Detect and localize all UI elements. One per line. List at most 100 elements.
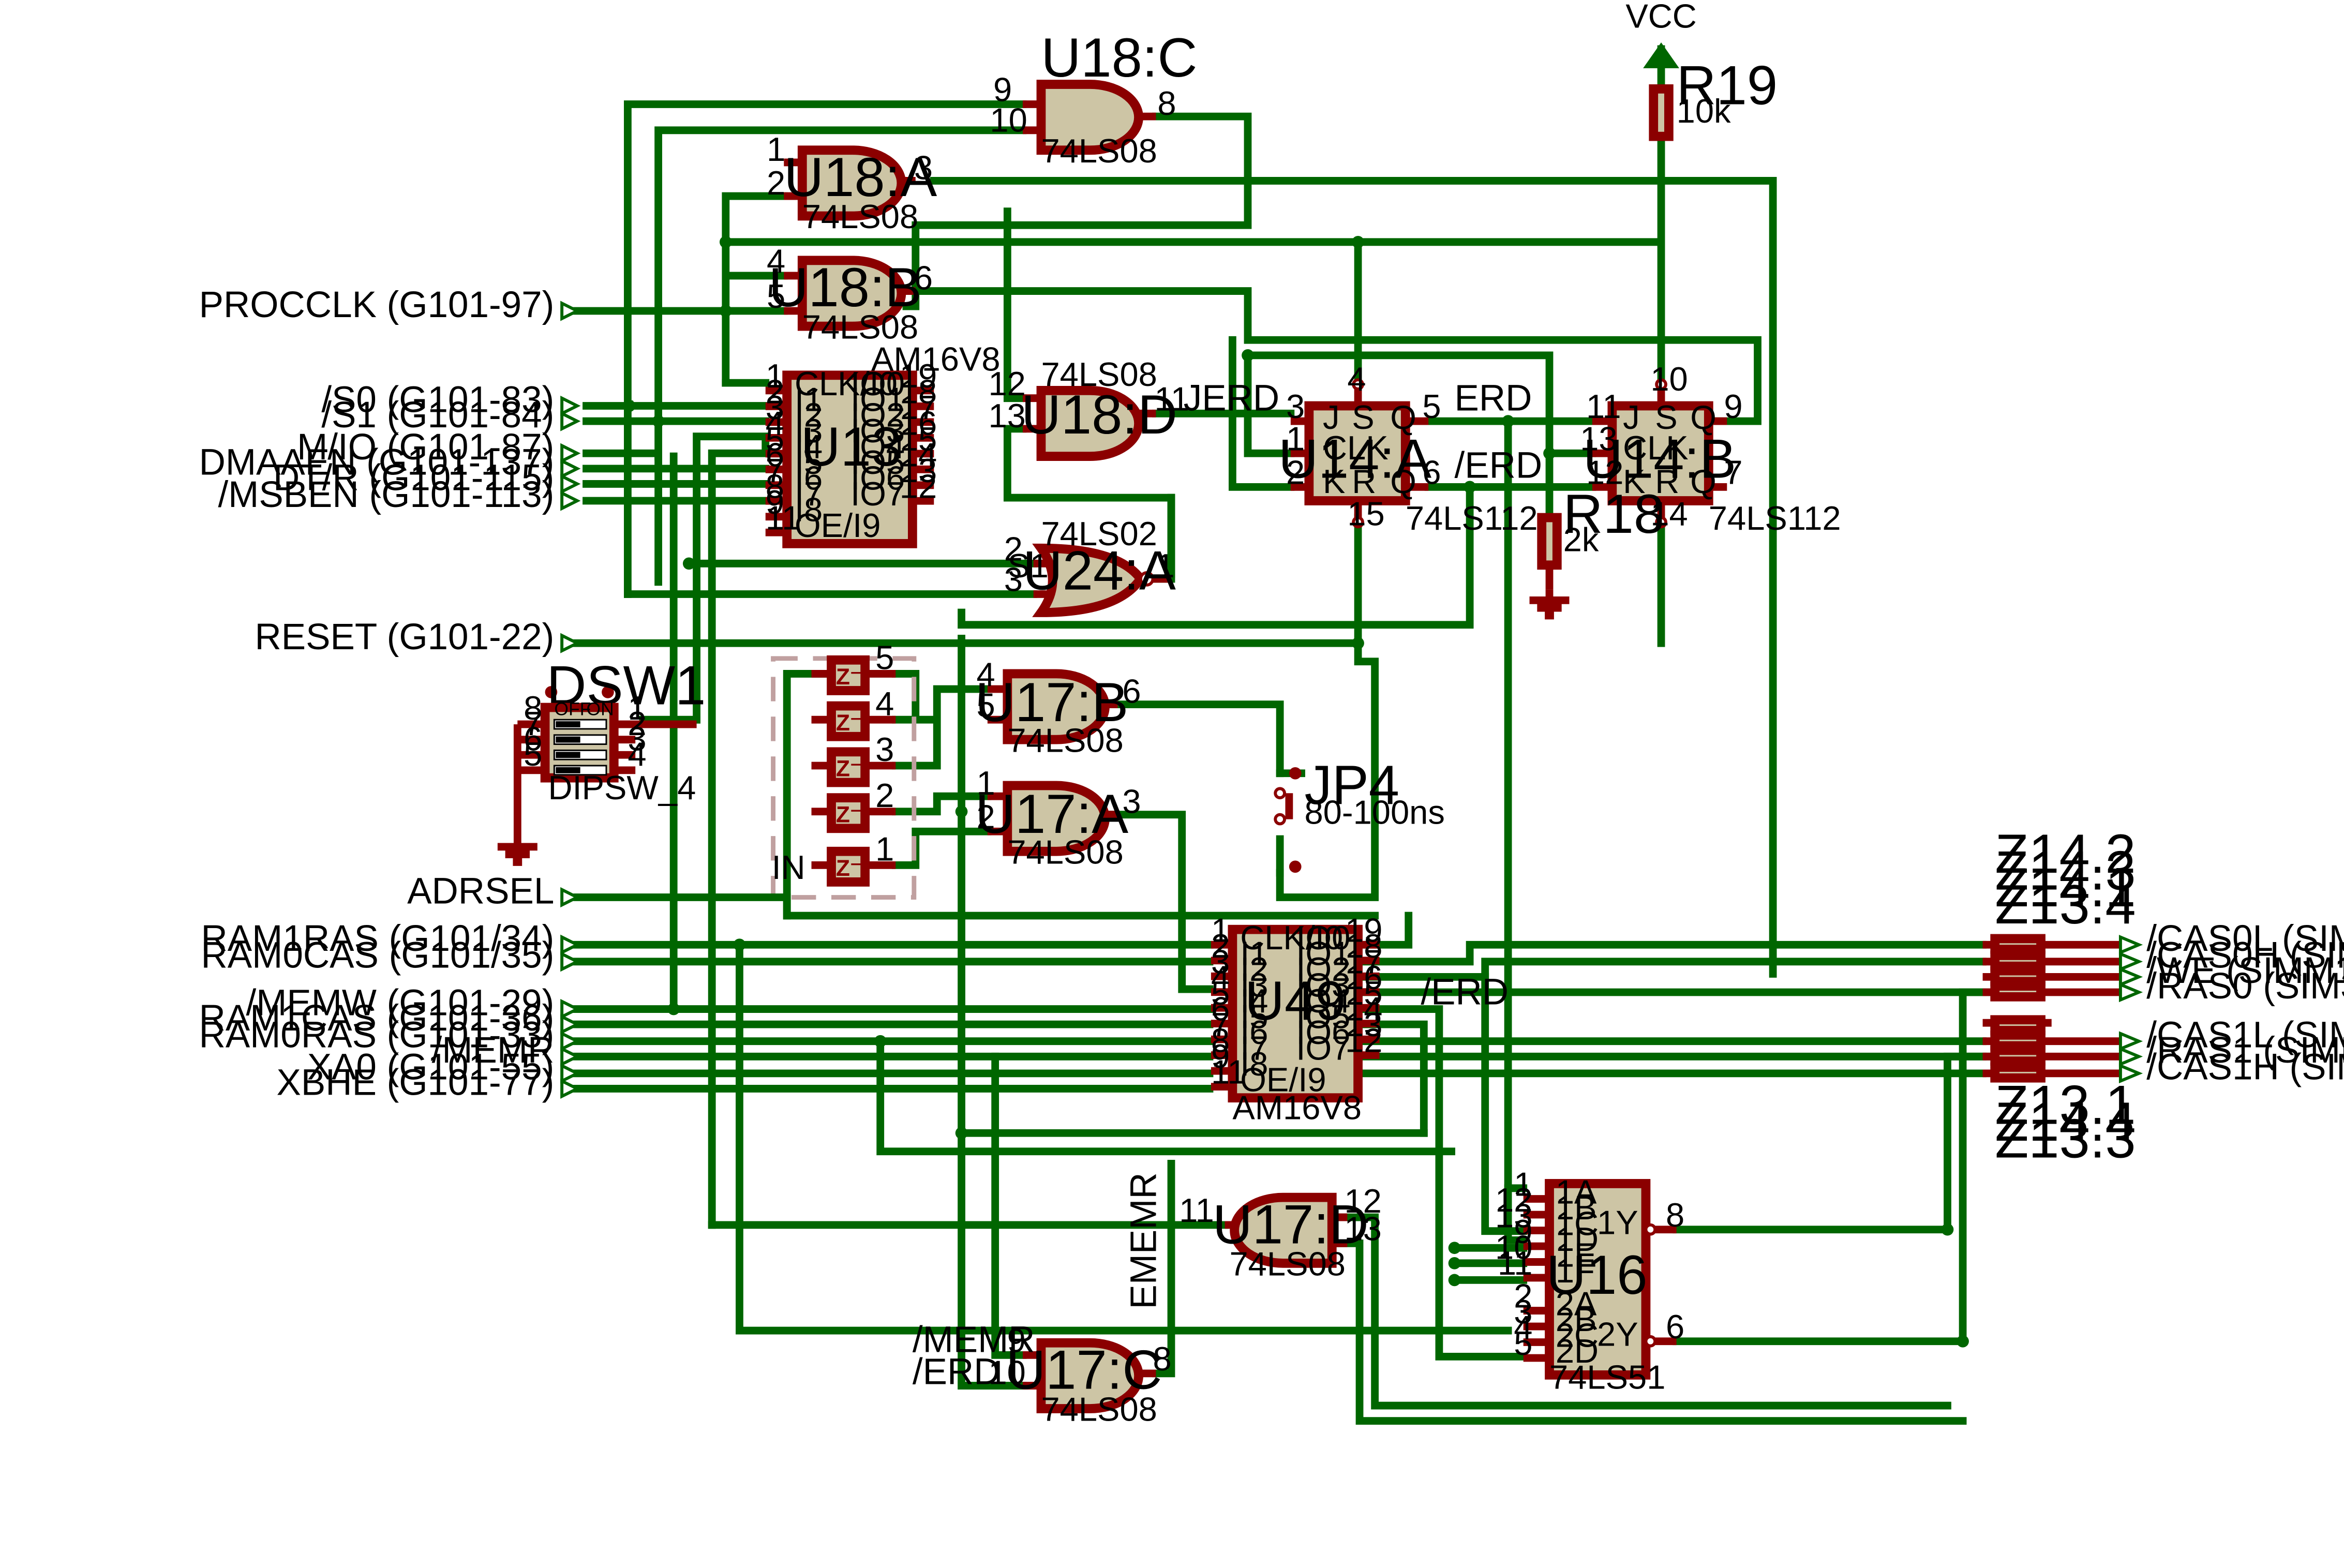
u13-pin-label: I6 <box>795 459 823 497</box>
svg-text:8: 8 <box>524 689 542 727</box>
svg-text:5: 5 <box>1422 387 1441 425</box>
u13-pin-label: IO1 <box>850 380 905 418</box>
u16-pin-number: 5 <box>1514 1324 1532 1362</box>
svg-text:OFF: OFF <box>554 698 591 719</box>
svg-text:80-100ns: 80-100ns <box>1304 793 1444 831</box>
u16-pin-label: 2Y <box>1597 1316 1638 1353</box>
svg-text:JP4: JP4 <box>1304 754 1399 816</box>
u13-pin-label: I4 <box>795 428 823 466</box>
u49-pin-label: IO7 <box>1296 1029 1350 1067</box>
u16-pin-label: 1E <box>1556 1236 1597 1274</box>
svg-text:U16: U16 <box>1546 1244 1647 1306</box>
svg-text:Z14.4: Z14.4 <box>1995 1091 2136 1153</box>
u16-pin-label: 1Y <box>1597 1204 1638 1242</box>
delay-glyph: Z⁻¹ <box>836 856 870 881</box>
svg-text:U17:D: U17:D <box>1213 1193 1369 1255</box>
u13-pin-number: 3 <box>766 389 784 426</box>
svg-text:4: 4 <box>1347 360 1366 398</box>
flipflop-u14a: J CLK K Q Q S R U14:A 3 1 2 5 6 4 15 74L… <box>1278 360 1538 537</box>
delay-cell: Z⁻¹4 <box>811 684 896 741</box>
svg-text:13: 13 <box>1344 1209 1381 1247</box>
u49-pin-number: 1 <box>1211 911 1230 949</box>
u13-pin-number: 6 <box>766 436 784 473</box>
gate-u24a: 2 3 1 U24:A 74LS02 S1 <box>1004 515 1176 617</box>
u13-pin-number: 17 <box>900 389 937 426</box>
u16-pin-number: 1 <box>1514 1166 1532 1203</box>
svg-text:6: 6 <box>1122 673 1141 710</box>
svg-text:U18:C: U18:C <box>1041 27 1197 88</box>
u49-pin-label: I5 <box>1240 998 1268 1036</box>
svg-text:U17:B: U17:B <box>975 671 1128 733</box>
input-port-label: RESET (G101-22) <box>255 617 554 658</box>
u13-pin-number: 1 <box>766 357 784 395</box>
u13-pin-number: 15 <box>900 420 937 458</box>
svg-text:9: 9 <box>1724 387 1742 425</box>
input-port-label: /S0 (G101-83) <box>321 379 554 420</box>
svg-text:15: 15 <box>1347 495 1384 532</box>
svg-text:Q: Q <box>1690 398 1716 436</box>
svg-text:74LS08: 74LS08 <box>802 308 918 346</box>
u13-pin-label: CLK/I0 <box>795 365 898 402</box>
dip-switch-dsw1[interactable]: DSW1 OFF ON 8 7 6 5 1 2 3 4 DIPSW_4 <box>513 655 706 824</box>
svg-text:/ERD: /ERD <box>1421 972 1509 1013</box>
svg-text:2: 2 <box>628 705 646 742</box>
svg-text:10: 10 <box>990 101 1027 139</box>
svg-text:S: S <box>1352 398 1374 436</box>
u49-pin-label: IO3 <box>1296 966 1350 1004</box>
input-port: PROCCLK (G101-97) <box>199 285 581 325</box>
delay-tap-number: 2 <box>875 776 894 814</box>
svg-text:Q: Q <box>1690 462 1716 500</box>
input-port-label: M/IO (G101-87) <box>297 427 554 468</box>
svg-text:2: 2 <box>1004 530 1023 568</box>
u49-pin-label: CLK/I0 <box>1240 919 1343 957</box>
input-port: RAM1CAS (G101-36) <box>199 998 581 1039</box>
output-ports: /CAS0L (SIMM1-2)/CAS0H (SIMM2-2)/WE (SIM… <box>2118 918 2344 1088</box>
output-port: /CAS0L (SIMM1-2) <box>2118 918 2344 959</box>
u13-pin-number: 5 <box>766 420 784 458</box>
input-port: M/IO (G101-87) <box>297 427 581 468</box>
svg-text:12: 12 <box>1586 453 1623 491</box>
svg-text:74LS112: 74LS112 <box>1406 499 1538 537</box>
svg-text:11: 11 <box>1154 380 1189 417</box>
svg-text:Z13.1: Z13.1 <box>1995 1074 2136 1136</box>
u49-pin-number: 12 <box>1345 1022 1382 1059</box>
svg-text:U14:A: U14:A <box>1278 428 1431 490</box>
svg-text:U14:B: U14:B <box>1583 428 1736 490</box>
u16-pin-label: 2A <box>1556 1285 1597 1322</box>
svg-text:11: 11 <box>1179 1191 1214 1229</box>
output-port: /RAS1 (SIMM12-27) <box>2118 1030 2344 1071</box>
svg-text:AM16V8: AM16V8 <box>871 340 1001 378</box>
u13-pin-number: 11 <box>766 499 801 536</box>
svg-text:ERD: ERD <box>1455 378 1532 419</box>
u16-pin-number: 4 <box>1514 1309 1532 1347</box>
u49-pin-number: 2 <box>1211 927 1230 965</box>
svg-text:74LS51: 74LS51 <box>1549 1358 1665 1396</box>
output-port: /CAS0H (SIMM2-2) <box>2118 935 2344 976</box>
u13-pin-number: 12 <box>900 467 937 505</box>
svg-text:ADRSEL: ADRSEL <box>407 871 554 912</box>
svg-text:R: R <box>1352 462 1376 500</box>
output-port-label: /CAS0L (SIMM1-2) <box>2146 918 2344 959</box>
resistor-r19: R19 10k <box>1649 54 1778 141</box>
u13-pin-number: 8 <box>766 467 784 505</box>
input-port-label: PROCCLK (G101-97) <box>199 285 555 325</box>
u13-pin-number: 16 <box>900 404 937 442</box>
u13-pin-label: I2 <box>795 396 823 434</box>
gate-u18a: 1 2 3 U18:A 74LS08 <box>767 130 937 235</box>
u49-pin-label: OE/I9 <box>1240 1061 1326 1098</box>
input-ports: PROCCLK (G101-97)/S0 (G101-83)/S1 (G101-… <box>199 285 581 658</box>
u13-pin-number: 13 <box>900 452 937 489</box>
svg-text:K: K <box>1623 462 1645 500</box>
jumper-jp4[interactable]: JP4 80-100ns <box>1274 754 1445 873</box>
output-port-label: /RAS1 (SIMM12-27) <box>2146 1030 2344 1071</box>
gate-u17b: 4 5 6 U17:B 74LS08 <box>975 655 1141 759</box>
output-port: /WE (SIMM1234-21) <box>2118 950 2344 991</box>
u13-pin-label: I1 <box>795 380 823 418</box>
svg-text:/ERD: /ERD <box>913 1352 1001 1393</box>
u16-pin-number: 8 <box>1666 1196 1684 1234</box>
svg-text:74LS08: 74LS08 <box>1007 833 1123 871</box>
input-port: DMAAEN (G101-137) <box>199 442 581 483</box>
u16-pin-label: 1C <box>1556 1204 1599 1242</box>
svg-text:74LS02: 74LS02 <box>1041 515 1157 552</box>
